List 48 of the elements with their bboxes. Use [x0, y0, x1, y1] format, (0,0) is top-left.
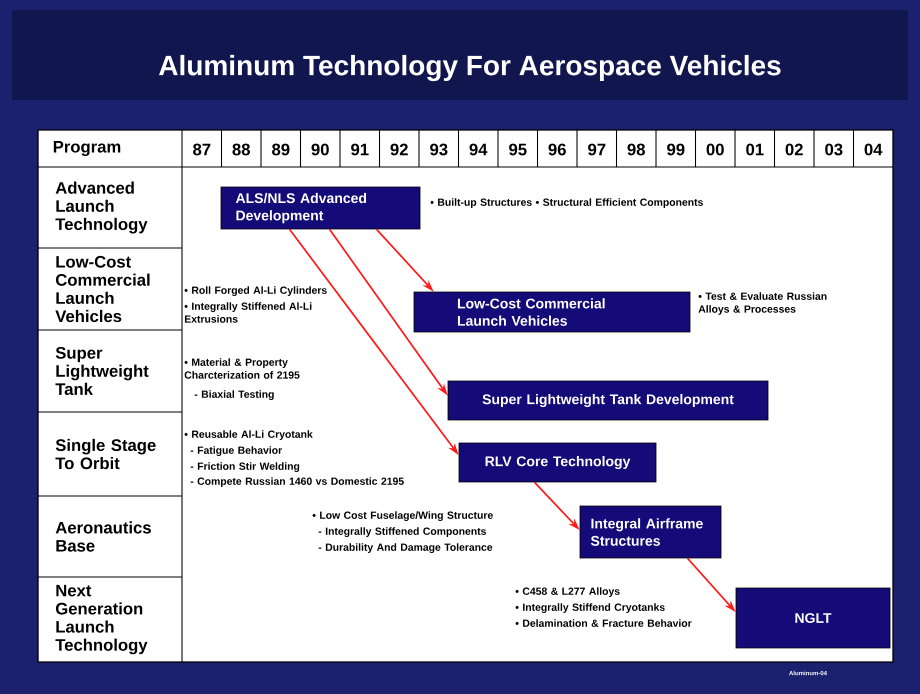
column-header: Program	[54, 141, 120, 156]
program-box: Integral Airframe Structures	[580, 506, 722, 558]
program-box: Super Lightweight Tank Development	[448, 380, 768, 420]
year-header: 98	[628, 144, 645, 156]
slide-title: Aluminum Technology For Aerospace Vehicles	[159, 54, 781, 82]
bullet-note: - Biaxial Testing	[194, 390, 274, 400]
bullet-note: - Fatigue Behavior	[190, 446, 282, 456]
bullet-note: • Built-up Structures • Structural Efficient Components	[430, 198, 703, 208]
year-header: 89	[272, 144, 290, 156]
bullet-note: • Integrally Stiffend Cryotanks	[516, 603, 665, 613]
year-header: 93	[430, 144, 448, 156]
bullet-note: • Integrally Stiffened Al-Li Extrusions	[184, 302, 312, 323]
year-header: 99	[667, 144, 684, 156]
year-header: 95	[509, 144, 527, 156]
row-header: Low-Cost Commercial Launch Vehicles	[55, 256, 150, 322]
bullet-note: • Roll Forged Al-Li Cylinders	[184, 286, 327, 296]
bullet-note: - Compete Russian 1460 vs Domestic 2195	[190, 477, 404, 487]
bullet-note: • Low Cost Fuselage/Wing Structure	[312, 511, 493, 521]
program-box: ALS/NLS Advanced Development	[220, 186, 420, 230]
bullet-note: - Friction Stir Welding	[190, 462, 300, 472]
bullet-note: • Test & Evaluate Russian Alloys & Processes	[698, 292, 826, 315]
bullet-note: • Delamination & Fracture Behavior	[516, 619, 692, 627]
bullet-note: • Reusable Al-Li Cryotank	[184, 430, 313, 440]
year-header: 92	[390, 144, 408, 156]
year-header: 90	[312, 144, 329, 156]
year-header: 88	[232, 144, 250, 156]
program-box: RLV Core Technology	[458, 442, 656, 482]
year-header: 04	[864, 144, 882, 156]
year-header: 03	[825, 144, 842, 156]
bullet-note: - Integrally Stiffened Components	[318, 527, 486, 537]
year-header: 00	[706, 144, 724, 156]
year-header: 01	[746, 144, 764, 156]
year-header: 97	[588, 144, 606, 156]
row-header: Single Stage To Orbit	[55, 438, 156, 470]
program-box: NGLT	[736, 588, 890, 648]
row-header: Aeronautics Base	[56, 521, 151, 552]
program-box: Low-Cost Commercial Launch Vehicles	[414, 292, 690, 332]
year-header: 91	[351, 144, 369, 156]
row-header: Next Generation Launch Technology	[55, 584, 148, 654]
year-header: 94	[470, 144, 488, 156]
year-header: 87	[193, 144, 210, 156]
row-header: Advanced Launch Technology	[55, 182, 148, 234]
bullet-note: - Durability And Damage Tolerance	[318, 543, 492, 553]
row-header: Super Lightweight Tank	[55, 346, 149, 396]
bullet-note: • C458 & L277 Alloys	[516, 587, 620, 597]
year-header: 96	[548, 144, 566, 156]
bullet-note: • Material & Property Charcterization of 2195	[184, 358, 300, 379]
year-header: 02	[786, 144, 803, 156]
